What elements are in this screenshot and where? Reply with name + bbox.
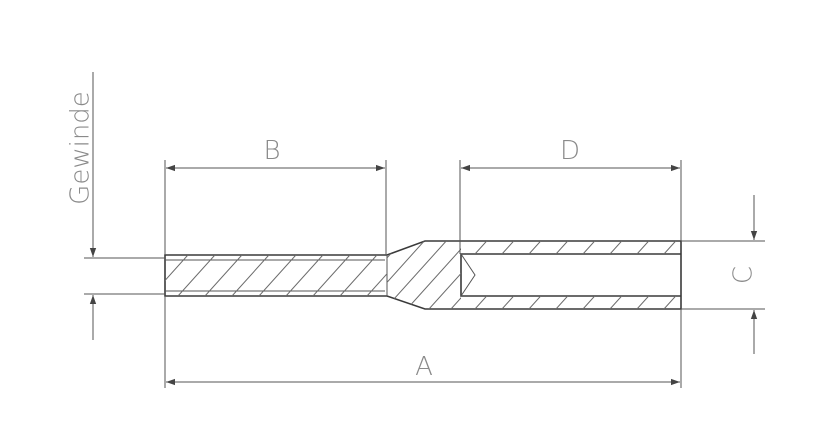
wall-bottom-hatching <box>448 296 703 309</box>
label-c: C <box>729 266 759 284</box>
hatch-line <box>406 241 461 309</box>
dimension-d: D <box>459 136 682 254</box>
hatch-line <box>285 255 324 296</box>
hatch-line <box>474 296 488 309</box>
hatch-line <box>528 241 542 254</box>
hatch-line <box>448 296 460 309</box>
dimension-b: B <box>164 136 387 255</box>
hatch-line <box>204 255 243 296</box>
hatch-line <box>501 241 515 254</box>
hatch-line <box>312 255 351 296</box>
hatch-line <box>609 296 623 309</box>
hatch-line <box>165 255 189 282</box>
hatch-line <box>428 241 461 309</box>
hatch-line <box>501 296 515 309</box>
hatch-line <box>366 273 387 296</box>
hatch-line <box>555 241 569 254</box>
taper-hatching <box>319 241 578 309</box>
hatch-line <box>387 241 425 309</box>
hatch-line <box>319 241 380 309</box>
dimension-a: A <box>164 296 682 388</box>
hatch-line <box>231 255 270 296</box>
hatch-line <box>474 241 488 254</box>
hatch-line <box>528 296 542 309</box>
hatch-line <box>663 241 677 254</box>
wall-top-hatching <box>474 241 703 254</box>
label-a: A <box>415 352 433 382</box>
hatch-line <box>609 241 623 254</box>
hatch-line <box>636 296 650 309</box>
hatch-line <box>177 255 216 296</box>
hatch-line <box>394 255 431 296</box>
label-b: B <box>263 136 280 166</box>
label-thread: Gewinde <box>66 91 96 205</box>
hatch-line <box>691 241 703 254</box>
hatch-line <box>636 241 650 254</box>
dimension-thread: Gewinde <box>66 72 165 340</box>
label-d: D <box>560 136 580 166</box>
dimension-c: C <box>681 195 765 354</box>
hatch-line <box>339 255 378 296</box>
hatch-line <box>258 255 297 296</box>
hatch-line <box>387 241 447 309</box>
hatch-line <box>691 296 703 309</box>
thread-hatching <box>124 255 458 296</box>
hatch-line <box>582 241 596 254</box>
hatch-line <box>517 241 578 309</box>
hatch-line <box>473 241 534 309</box>
hatch-line <box>124 255 161 296</box>
hatch-line <box>555 296 569 309</box>
part-outline <box>164 240 682 310</box>
hatch-line <box>421 255 458 296</box>
drill-point <box>460 253 476 297</box>
hatch-line <box>663 296 677 309</box>
hatch-line <box>582 296 596 309</box>
bore-outline <box>460 253 681 297</box>
